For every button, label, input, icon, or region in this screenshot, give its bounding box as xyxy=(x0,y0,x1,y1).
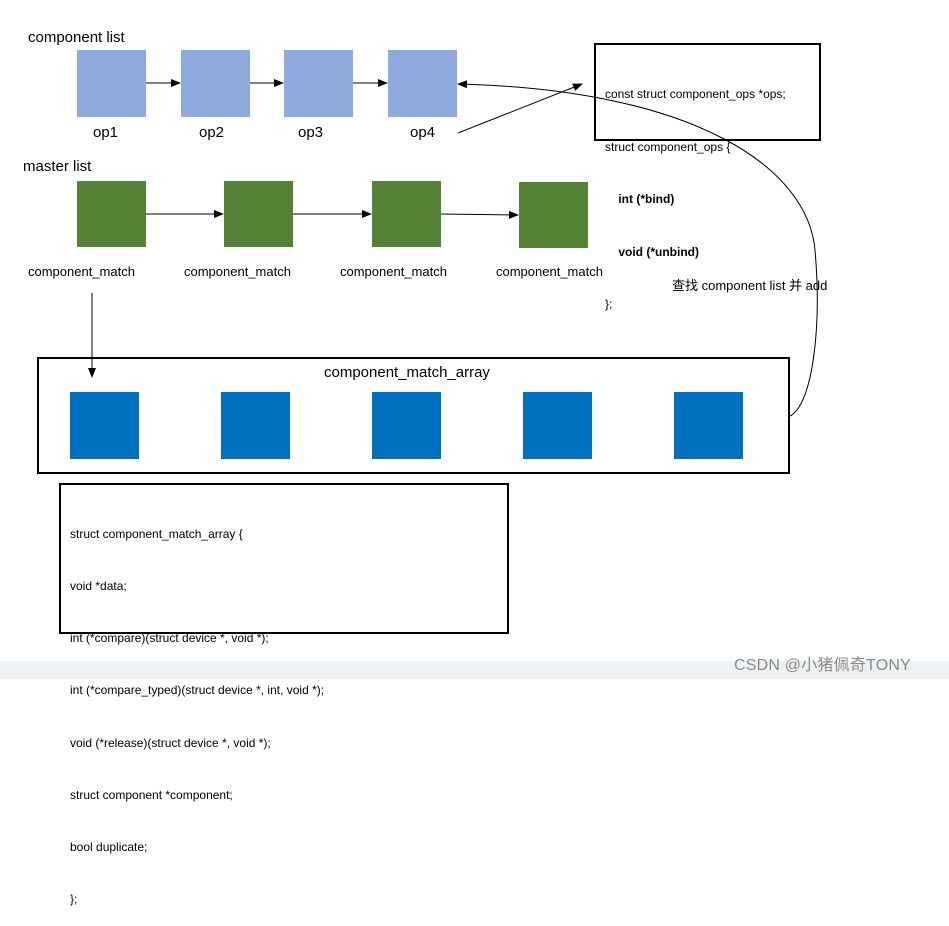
match1-box xyxy=(77,181,146,247)
ops-struct-line: struct component_ops { xyxy=(605,139,731,154)
match-array-title: component_match_array xyxy=(324,364,490,381)
op4-to-ops-struct-arrow xyxy=(457,83,583,134)
array-item-box xyxy=(372,392,441,459)
op4-box xyxy=(388,50,457,117)
match-array-container xyxy=(37,357,790,474)
array-item-box xyxy=(523,392,592,459)
connector-layer xyxy=(88,79,818,417)
ops-struct-line: int (*bind) xyxy=(605,192,675,206)
search-add-curve-arrow xyxy=(457,80,818,417)
op2-box xyxy=(181,50,250,117)
array-item-box xyxy=(70,392,139,459)
array-struct-line: bool duplicate; xyxy=(70,840,148,855)
array-struct-line: struct component_match_array { xyxy=(70,526,243,541)
match2-box xyxy=(224,181,293,247)
match3-to-match4-arrow xyxy=(440,210,519,219)
array-struct-line: }; xyxy=(70,892,78,907)
array-item-box xyxy=(221,392,290,459)
match4-label: component_match xyxy=(496,264,603,279)
op1-box xyxy=(77,50,146,117)
op3-box xyxy=(284,50,353,117)
csdn-watermark: CSDN @小猪佩奇TONY xyxy=(734,657,911,674)
ops-struct-box: const struct component_ops *ops; struct … xyxy=(594,43,821,311)
ops-struct-line: }; xyxy=(605,297,613,311)
ops-struct-line: const struct component_ops *ops; xyxy=(605,87,786,101)
array-struct-line: int (*compare)(struct device *, void *); xyxy=(70,631,269,646)
op2-label: op2 xyxy=(199,124,225,141)
array-struct-line: int (*compare_typed)(struct device *, in… xyxy=(70,683,325,698)
match1-label: component_match xyxy=(28,264,135,279)
match3-box xyxy=(372,181,441,247)
array-struct-line: void (*release)(struct device *, void *)… xyxy=(70,735,271,750)
bottom-strip xyxy=(0,661,949,679)
array-struct-line: void *data; xyxy=(70,579,127,594)
search-note: 查找 component list 并 add xyxy=(672,278,828,293)
master-list-label: master list xyxy=(23,158,92,175)
ops-struct-line: void (*unbind) xyxy=(605,244,699,259)
component-list-label: component list xyxy=(28,29,125,46)
array-struct-line: struct component *component; xyxy=(70,787,233,802)
match3-label: component_match xyxy=(340,264,447,279)
op4-label: op4 xyxy=(410,124,436,141)
match4-box xyxy=(519,182,588,248)
op3-label: op3 xyxy=(298,124,324,141)
array-item-box xyxy=(674,392,743,459)
match2-label: component_match xyxy=(184,264,291,279)
op1-label: op1 xyxy=(93,124,119,141)
